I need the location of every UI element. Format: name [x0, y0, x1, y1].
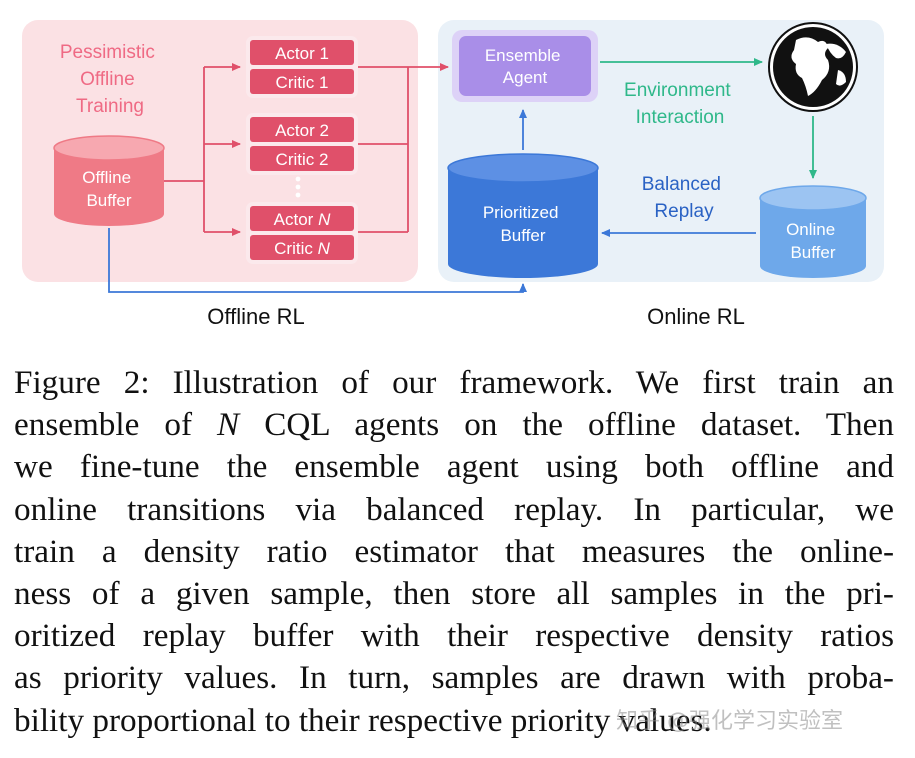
online-buffer-cylinder: Online Buffer [759, 185, 867, 278]
caption-line-7: oritized replay buffer with their respec… [14, 617, 894, 655]
prioritized-buffer-cylinder: Prioritized Buffer [447, 153, 599, 278]
zhihu-watermark: 知乎 @强化学习实验室 [616, 709, 843, 734]
figure-caption: Figure 2: Illustration of our framework.… [14, 362, 894, 742]
caption-line-6: ness of a given sample, then store all s… [14, 575, 894, 613]
caption-line-1: Figure 2: Illustration of our framework.… [14, 364, 894, 401]
ensemble-agent-box: Ensemble Agent [452, 30, 598, 102]
offline-rl-label: Offline RL [207, 304, 304, 329]
title-line-2: Offline [80, 69, 135, 90]
balanced-replay-label: Balanced Replay [642, 174, 727, 222]
caption-line-3: we fine-tune the ensemble agent using bo… [14, 448, 894, 486]
globe-icon [768, 22, 858, 112]
caption-line-8: as priority values. In turn, samples are… [14, 659, 894, 697]
prioritized-buffer-label: Prioritized Buffer [483, 203, 563, 245]
framework-diagram: Pessimistic Offline Training Offline Buf… [22, 20, 884, 329]
critic-2-label: Critic 2 [276, 150, 329, 169]
critic-n-label: Critic N [274, 239, 330, 258]
offline-connectors [164, 63, 449, 236]
agent-group-2: Actor 2 Critic 2 [246, 113, 358, 175]
title-line-1: Pessimistic [60, 42, 155, 63]
environment-arrows [600, 58, 817, 179]
title-line-3: Training [76, 96, 144, 117]
ensemble-agent-label: Ensemble Agent [485, 46, 565, 87]
pessimistic-training-title: Pessimistic Offline Training [60, 42, 160, 117]
actor-n-label: Actor N [274, 210, 331, 229]
offline-buffer-label: Offline Buffer [82, 168, 136, 210]
online-buffer-label: Online Buffer [786, 220, 840, 262]
actor-2-label: Actor 2 [275, 121, 329, 140]
agent-ellipsis-dots [295, 176, 301, 198]
environment-interaction-label: Environment Interaction [624, 80, 736, 128]
replay-arrows [108, 109, 756, 293]
agent-group-1: Actor 1 Critic 1 [246, 36, 358, 98]
caption-line-5: train a density ratio estimator that mea… [14, 532, 894, 570]
online-rl-label: Online RL [647, 304, 745, 329]
offline-buffer-cylinder: Offline Buffer [53, 135, 165, 226]
actor-1-label: Actor 1 [275, 44, 329, 63]
critic-1-label: Critic 1 [276, 73, 329, 92]
caption-line-2: ensemble of N CQL agents on the offline … [14, 406, 894, 444]
agent-group-n: Actor N Critic N [246, 202, 358, 264]
caption-line-4: online transitions via balanced replay. … [14, 490, 894, 528]
caption-line-9: bility proportional to their respective … [14, 701, 712, 739]
